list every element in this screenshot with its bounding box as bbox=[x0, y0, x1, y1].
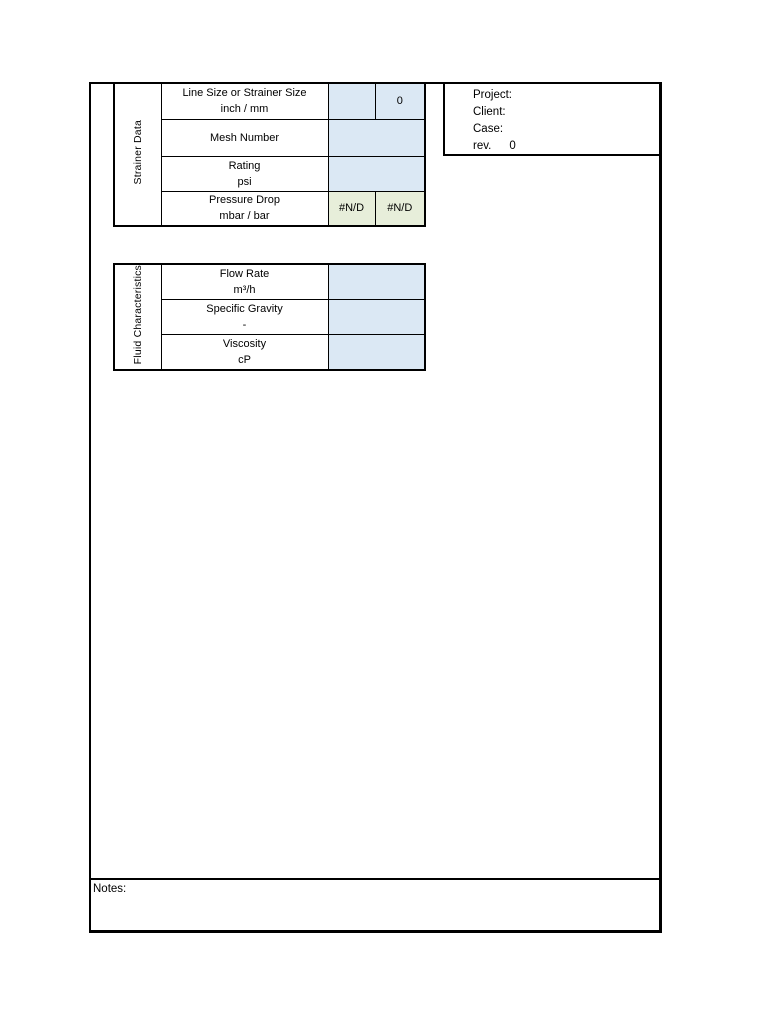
fluid-characteristics-table: Fluid Characteristics Flow Rate m³/h Spe… bbox=[113, 263, 426, 372]
input-cell-flow-rate bbox=[327, 263, 426, 300]
input-cell-mesh-number bbox=[327, 118, 426, 157]
input-cell-rating bbox=[327, 155, 426, 192]
project-info-box: Project: Client: Case: rev. 0 bbox=[443, 82, 662, 156]
table-row: Mesh Number bbox=[114, 118, 426, 157]
notes-label: Notes: bbox=[93, 883, 127, 895]
row-label-flow-rate: Flow Rate m³/h bbox=[160, 263, 329, 300]
rev-line: rev. 0 bbox=[473, 138, 659, 155]
rotated-section-label: Fluid Characteristics bbox=[131, 265, 144, 365]
client-label: Client: bbox=[473, 106, 506, 118]
table-row: Pressure Drop mbar / bar #N/D #N/D bbox=[114, 190, 426, 227]
row-label-mesh-number: Mesh Number bbox=[160, 118, 329, 157]
table-row: Fluid Characteristics Flow Rate m³/h bbox=[113, 263, 426, 371]
input-cell-line-size-2: 0 bbox=[374, 82, 426, 120]
row-label-viscosity: Viscosity cP bbox=[160, 334, 329, 371]
rev-label: rev. bbox=[473, 140, 492, 152]
project-label: Project: bbox=[473, 89, 512, 101]
section-label-fluid-characteristics: Fluid Characteristics bbox=[113, 263, 162, 371]
input-cell-specific-gravity bbox=[327, 298, 426, 336]
table-row: Viscosity cP bbox=[114, 334, 426, 371]
row-label-pressure-drop: Pressure Drop mbar / bar bbox=[160, 190, 329, 227]
section-label-strainer-data: Strainer Data bbox=[113, 82, 162, 227]
input-cell-line-size-1 bbox=[327, 82, 376, 120]
formula-cell-pressure-drop-2: #N/D bbox=[374, 190, 426, 227]
input-cell-viscosity bbox=[327, 334, 426, 371]
rev-value: 0 bbox=[509, 140, 516, 152]
table-row: Strainer Data Line Size or Strainer Size… bbox=[113, 82, 426, 227]
formula-cell-pressure-drop-1: #N/D bbox=[327, 190, 376, 227]
row-label-rating: Rating psi bbox=[160, 155, 329, 192]
case-label: Case: bbox=[473, 123, 504, 135]
notes-divider-line bbox=[91, 878, 659, 880]
table-row: Rating psi bbox=[114, 155, 426, 192]
rotated-section-label: Strainer Data bbox=[131, 119, 144, 185]
row-label-specific-gravity: Specific Gravity - bbox=[160, 298, 329, 336]
strainer-data-table: Strainer Data Line Size or Strainer Size… bbox=[113, 82, 426, 227]
row-label-line-size: Line Size or Strainer Size inch / mm bbox=[160, 82, 329, 120]
table-row: Specific Gravity - bbox=[114, 298, 426, 336]
